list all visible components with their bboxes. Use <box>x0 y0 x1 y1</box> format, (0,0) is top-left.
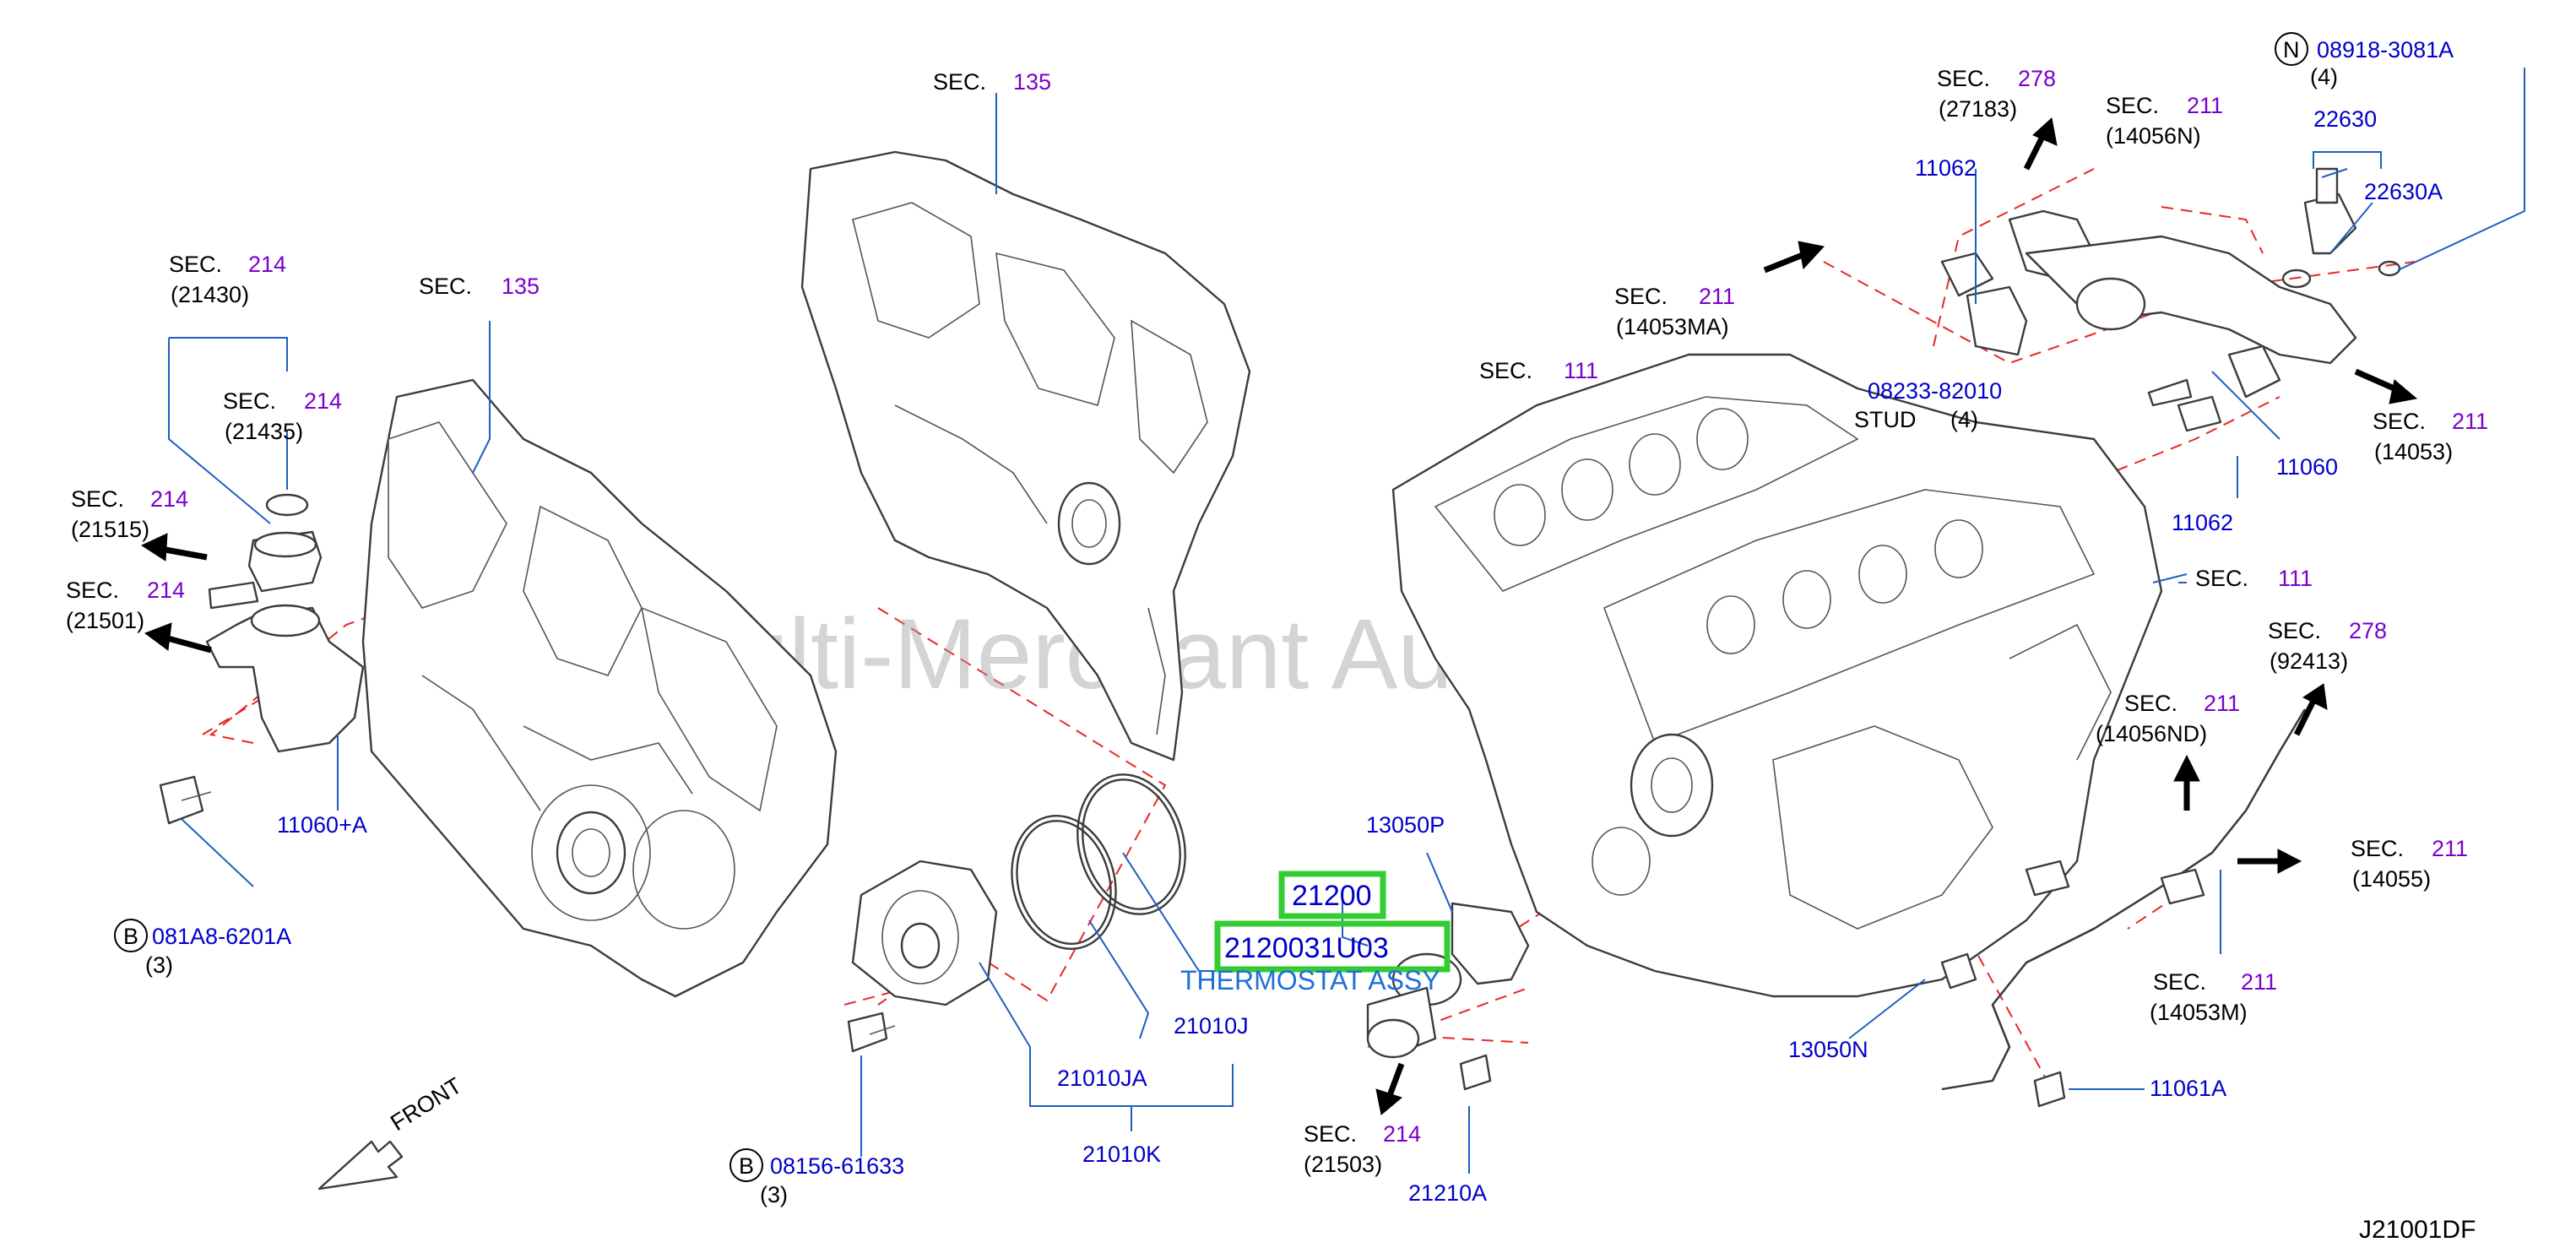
sec-label: SEC. <box>71 486 124 512</box>
part-21210a[interactable]: 21210A <box>1408 1180 1487 1206</box>
badge-b: B <box>739 1153 754 1179</box>
sec-214-21430[interactable]: 214 <box>248 252 286 277</box>
part-081a8-6201a[interactable]: 081A8-6201A <box>152 924 291 949</box>
part-08156-61633[interactable]: 08156-61633 <box>770 1153 904 1179</box>
sec-label: SEC. <box>2268 618 2321 643</box>
badge-b-circle <box>729 1148 763 1182</box>
sec-label: SEC. <box>1614 284 1668 309</box>
part-11062-top[interactable]: 11062 <box>1915 155 1977 181</box>
part-21010ja[interactable]: 21010JA <box>1057 1066 1147 1091</box>
sec-label: SEC. <box>2373 409 2426 434</box>
sec-211-14053m[interactable]: 211 <box>2241 969 2277 995</box>
badge-n-circle <box>2275 32 2308 66</box>
ref-21503: (21503) <box>1304 1152 1382 1177</box>
front-timing-cover <box>361 378 838 998</box>
sec-211-14056n[interactable]: 211 <box>2187 93 2223 118</box>
ref-14056nd: (14056ND) <box>2096 721 2207 746</box>
sec-135-left[interactable]: 135 <box>502 274 540 299</box>
sec-111-top[interactable]: 111 <box>1564 358 1598 383</box>
sec-211-14056nd[interactable]: 211 <box>2204 691 2240 716</box>
qty-08233: (4) <box>1950 407 1978 432</box>
part-11060a[interactable]: 11060+A <box>277 812 367 838</box>
part-13050n[interactable]: 13050N <box>1788 1037 1868 1062</box>
ref-21501: (21501) <box>66 608 144 633</box>
sec-label: SEC. <box>1937 66 1990 91</box>
ref-92413: (92413) <box>2270 648 2348 674</box>
ref-21515: (21515) <box>71 517 149 542</box>
sec-label: SEC. <box>2195 566 2248 591</box>
sec-111-right[interactable]: 111 <box>2278 566 2313 591</box>
water-pump-assembly <box>847 773 1186 1053</box>
highlight-21200 <box>1278 871 1386 919</box>
part-11061a[interactable]: 11061A <box>2150 1076 2226 1101</box>
ref-21435: (21435) <box>225 419 303 444</box>
sec-label: SEC. <box>419 274 472 299</box>
part-08918-3081a[interactable]: 08918-3081A <box>2317 37 2454 62</box>
lower-water-pipe <box>1940 708 2307 1108</box>
part-22630[interactable]: 22630 <box>2313 106 2377 132</box>
direction-arrows <box>140 117 2418 1115</box>
sec-label: SEC. <box>2106 93 2159 118</box>
ref-14056n: (14056N) <box>2106 123 2201 149</box>
ref-14053ma: (14053MA) <box>1616 314 1729 339</box>
sec-214-21501[interactable]: 214 <box>147 578 185 603</box>
badge-n: N <box>2283 37 2300 62</box>
ref-21430: (21430) <box>171 282 249 307</box>
part-13050p[interactable]: 13050P <box>1366 812 1445 838</box>
front-direction-indicator: FRONT <box>317 1072 466 1191</box>
stud-label: STUD <box>1854 407 1917 432</box>
sec-211-14053[interactable]: 211 <box>2452 409 2488 434</box>
labels: SEC. 135 SEC. 135 SEC. 214 (21430) SEC. … <box>66 32 2488 1244</box>
sec-label: SEC. <box>169 252 222 277</box>
engine-block <box>1391 353 2163 998</box>
part-22630a[interactable]: 22630A <box>2364 179 2443 204</box>
ref-14053m: (14053M) <box>2150 1000 2248 1025</box>
part-2120031u03[interactable]: 2120031U03 <box>1224 932 1389 964</box>
sec-214-21515[interactable]: 214 <box>150 486 188 512</box>
sec-278-92413[interactable]: 278 <box>2349 618 2387 643</box>
water-outlet-left <box>159 493 365 825</box>
sec-label: SEC. <box>223 388 276 414</box>
badge-b: B <box>123 924 138 949</box>
part-08233-82010[interactable]: 08233-82010 <box>1868 378 2002 404</box>
front-label: FRONT <box>386 1072 466 1136</box>
part-21010k[interactable]: 21010K <box>1082 1142 1161 1167</box>
sec-135-top[interactable]: 135 <box>1013 69 1051 95</box>
sec-214-21503[interactable]: 214 <box>1383 1121 1421 1147</box>
part-21200[interactable]: 21200 <box>1292 880 1372 912</box>
sec-label: SEC. <box>933 69 986 95</box>
ref-14055: (14055) <box>2352 866 2431 892</box>
qty-081a8: (3) <box>145 952 173 978</box>
diagram-code: J21001DF <box>2359 1216 2476 1244</box>
ref-14053: (14053) <box>2374 439 2453 464</box>
sec-211-14055[interactable]: 211 <box>2432 836 2468 861</box>
sec-label: SEC. <box>2153 969 2206 995</box>
sec-214-21435[interactable]: 214 <box>304 388 342 414</box>
upper-water-pipe <box>1940 167 2401 432</box>
part-21010j[interactable]: 21010J <box>1174 1013 1249 1039</box>
sec-label: SEC. <box>1479 358 1532 383</box>
sec-label: SEC. <box>1304 1121 1357 1147</box>
badge-b-circle <box>114 919 148 952</box>
sec-211-14053ma[interactable]: 211 <box>1699 284 1735 309</box>
sec-label: SEC. <box>66 578 119 603</box>
sec-label: SEC. <box>2124 691 2177 716</box>
highlight-2120031u03 <box>1214 920 1451 973</box>
sec-label: SEC. <box>2351 836 2404 861</box>
sec-278-27183[interactable]: 278 <box>2018 66 2056 91</box>
part-11062-bottom[interactable]: 11062 <box>2172 510 2233 535</box>
qty-08918: (4) <box>2310 64 2338 90</box>
qty-08156: (3) <box>760 1182 788 1207</box>
thermostat-assy-label[interactable]: THERMOSTAT ASSY <box>1180 965 1440 995</box>
upper-timing-cover <box>800 150 1251 762</box>
ref-27183: (27183) <box>1939 96 2017 122</box>
part-11060[interactable]: 11060 <box>2276 454 2338 480</box>
